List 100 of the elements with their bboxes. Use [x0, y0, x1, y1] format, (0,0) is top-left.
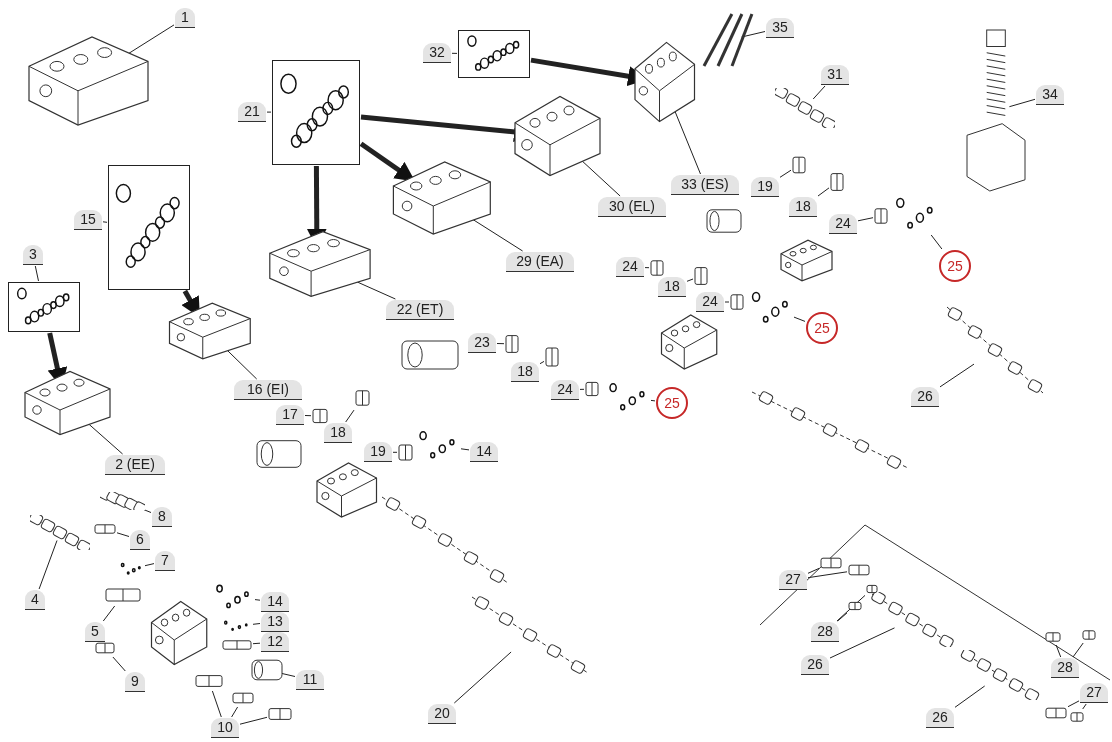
leader-line — [954, 685, 986, 708]
callout-number: 28 — [811, 622, 839, 642]
leader-line — [116, 532, 130, 537]
callout-number: 27 — [1080, 683, 1108, 703]
callout-number: 24 — [551, 380, 579, 400]
callout-number: 10 — [211, 718, 239, 738]
callout-number: 2 (EE) — [105, 455, 165, 475]
callout-number: 31 — [821, 65, 849, 85]
leader-line — [829, 627, 895, 659]
leader-line — [211, 690, 222, 718]
leader-line — [930, 234, 943, 250]
fitting-drawing — [848, 562, 870, 578]
callout-number: 9 — [125, 672, 145, 692]
callout-number: 24 — [829, 214, 857, 234]
fitting-drawing — [1045, 630, 1061, 644]
leader-line — [644, 267, 650, 269]
leader-line — [254, 599, 261, 601]
fitting-drawing — [1070, 710, 1084, 724]
leader-line — [1055, 644, 1062, 658]
seal-kit-drawing — [8, 282, 80, 332]
callout-number: 5 — [85, 622, 105, 642]
o-ring-set-drawing — [118, 562, 144, 576]
callout-number: 30 (EL) — [598, 197, 666, 217]
leader-line — [266, 111, 272, 113]
callout-number: 27 — [779, 570, 807, 590]
callout-number: 35 — [766, 18, 794, 38]
fitting-drawing — [105, 585, 141, 605]
callout-number: 28 — [1051, 658, 1079, 678]
spool-assembly-drawing — [960, 650, 1040, 700]
leader-line — [741, 31, 766, 38]
callout-number: 24 — [616, 257, 644, 277]
callout-number: 21 — [238, 102, 266, 122]
leader-line — [38, 540, 58, 590]
leader-line — [812, 85, 826, 100]
fitting-drawing — [195, 672, 223, 690]
fitting-drawing — [848, 600, 862, 612]
callout-number: 24 — [696, 292, 724, 312]
leader-line — [837, 612, 848, 622]
callout-number: 17 — [276, 405, 304, 425]
leader-line — [239, 716, 268, 725]
leader-line — [650, 399, 656, 402]
callout-number: 33 (ES) — [671, 175, 739, 195]
callout-number: 26 — [911, 387, 939, 407]
leader-line — [392, 451, 398, 453]
leader-line — [1082, 703, 1087, 710]
callout-number: 3 — [23, 245, 43, 265]
callout-number: 18 — [324, 423, 352, 443]
spool-assembly-drawing — [870, 592, 955, 647]
seal-kit-drawing — [458, 30, 530, 78]
callout-number: 25 — [939, 250, 971, 282]
spool-assembly-drawing — [470, 595, 590, 675]
relief-valve-drawing — [965, 28, 1027, 193]
fitting-drawing — [1082, 628, 1096, 642]
leader-line — [836, 594, 866, 622]
leader-line — [1067, 700, 1080, 708]
spool-assembly-drawing — [30, 515, 90, 550]
leader-line — [451, 52, 458, 54]
callout-number: 19 — [364, 442, 392, 462]
leader-line — [1008, 98, 1036, 108]
callout-number: 18 — [789, 197, 817, 217]
callout-number: 20 — [428, 704, 456, 724]
leader-line — [793, 316, 806, 322]
seal-kit-drawing — [108, 165, 190, 290]
leader-line — [496, 343, 505, 345]
callout-number: 7 — [155, 551, 175, 571]
leader-line — [817, 187, 830, 197]
callout-number: 32 — [423, 43, 451, 63]
callout-number: 26 — [926, 708, 954, 728]
spool-assembly-drawing — [775, 88, 835, 128]
leader-line — [102, 605, 116, 622]
callout-number: 12 — [261, 632, 289, 652]
callout-number: 1 — [175, 8, 195, 28]
callout-number: 26 — [801, 655, 829, 675]
leader-line — [779, 169, 792, 178]
callout-number: 25 — [656, 387, 688, 419]
leader-line — [939, 363, 975, 388]
leader-line — [1072, 642, 1084, 658]
callout-number: 18 — [511, 362, 539, 382]
seal-kit-drawing — [272, 60, 360, 165]
leader-line — [539, 360, 545, 365]
fitting-drawing — [222, 638, 252, 652]
leader-line — [144, 563, 155, 567]
leader-line — [453, 651, 512, 704]
leader-line — [304, 415, 312, 417]
leader-line — [345, 409, 355, 423]
leader-line — [579, 388, 585, 390]
leader-line — [34, 265, 39, 282]
spool-assembly-drawing — [100, 492, 145, 510]
callout-number: 6 — [130, 530, 150, 550]
fitting-drawing — [268, 705, 292, 723]
leader-line — [857, 217, 874, 222]
callout-number: 29 (EA) — [506, 252, 574, 272]
callout-number: 15 — [74, 210, 102, 230]
spool-assembly-drawing — [945, 305, 1045, 395]
leader-line — [807, 571, 848, 579]
callout-number: 8 — [152, 507, 172, 527]
fitting-drawing — [1045, 705, 1067, 721]
callout-number: 34 — [1036, 85, 1064, 105]
callout-number: 16 (EI) — [234, 380, 302, 400]
fitting-drawing — [232, 690, 254, 706]
